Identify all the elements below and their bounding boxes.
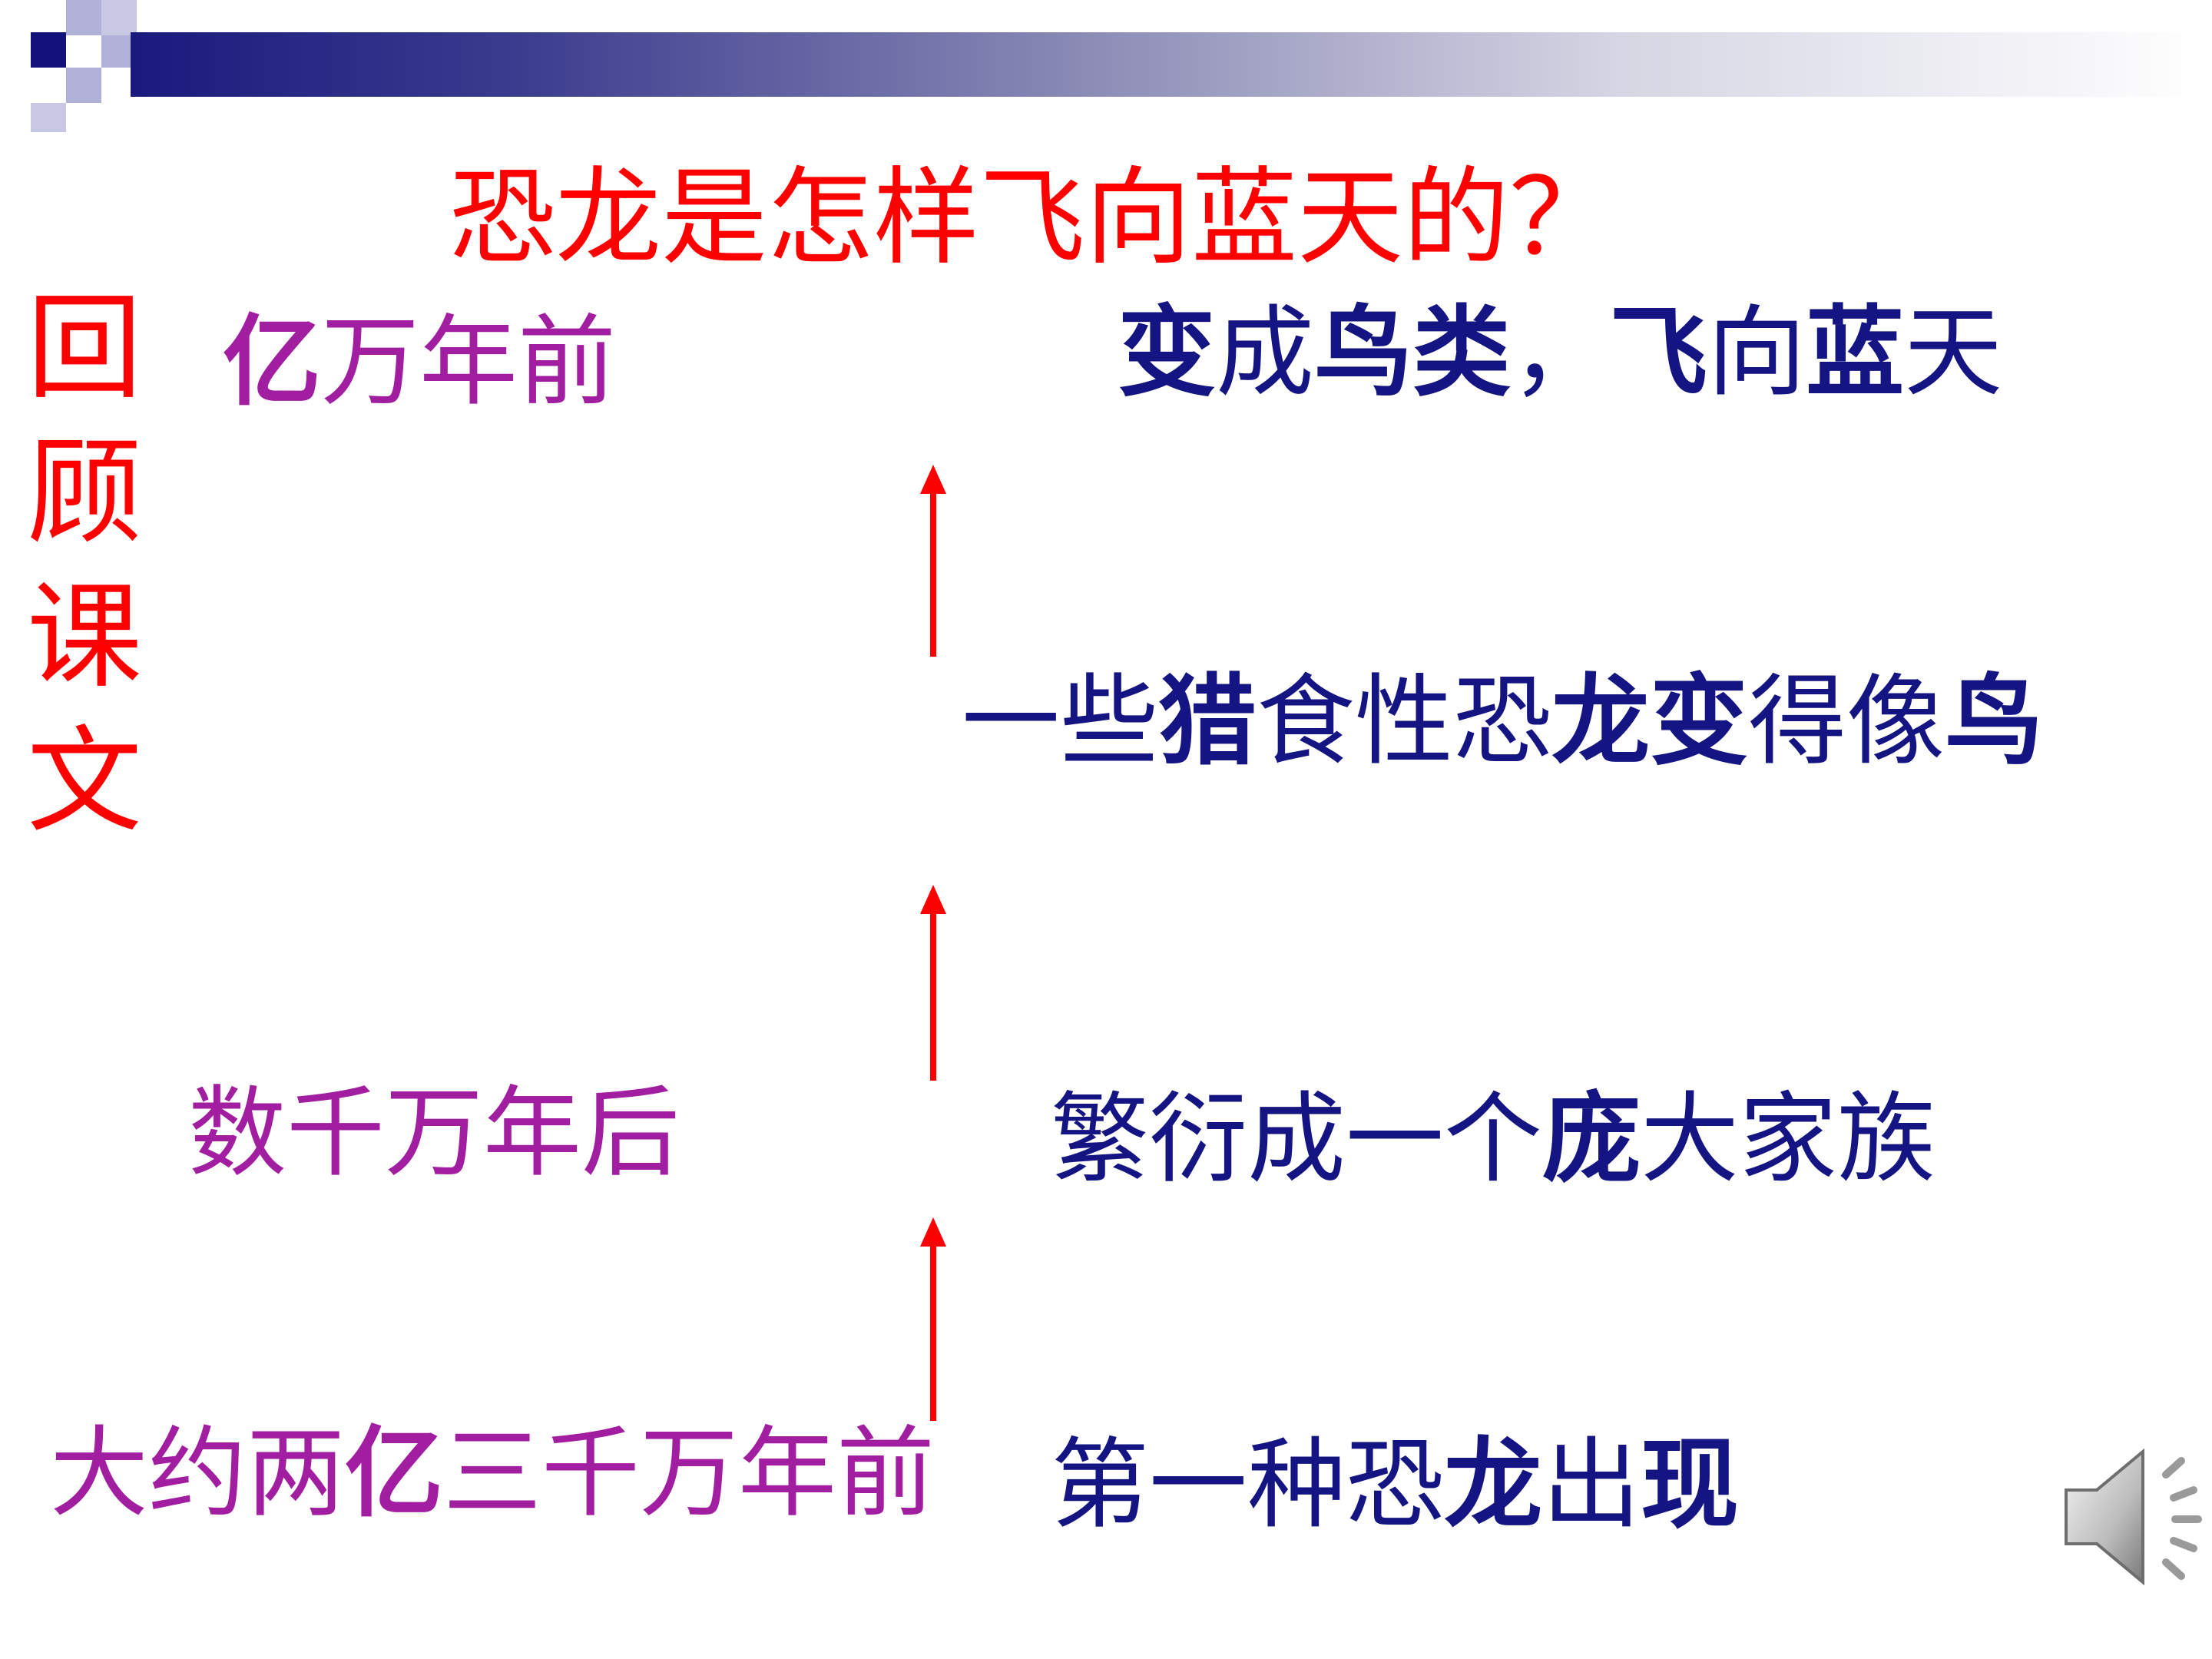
header-square <box>101 0 137 35</box>
event-segment: 龙 <box>1444 1428 1543 1542</box>
event-segment: 鸟类 <box>1314 296 1512 410</box>
event-segment: 繁衍成一个 <box>1051 1082 1543 1197</box>
arrow-up-icon <box>920 885 946 1081</box>
speaker-icon[interactable] <box>2058 1444 2212 1590</box>
time-label-stage-1: 大约两亿三千万年前 <box>50 1425 935 1523</box>
event-segment: 成 <box>1216 296 1315 410</box>
time-label-segment: 亿 <box>345 1416 444 1531</box>
event-stage-4: 变成鸟类，飞向蓝天 <box>1118 304 2002 402</box>
event-segment: 向 <box>1707 296 1806 410</box>
side-title-char: 顾 <box>26 426 142 560</box>
time-label-stage-4: 亿万年前 <box>223 313 616 412</box>
time-label-segment: 大约两 <box>50 1416 346 1531</box>
event-segment: 大家族 <box>1641 1082 1936 1197</box>
time-label-segment: 数千万年后 <box>188 1076 680 1190</box>
event-segment: 飞 <box>1609 296 1708 410</box>
event-segment: ， <box>1511 296 1610 410</box>
event-segment: 现 <box>1641 1428 1740 1542</box>
event-segment: 变 <box>1118 296 1217 410</box>
event-stage-1: 第一种恐龙出现 <box>1051 1436 1739 1535</box>
event-segment: 出 <box>1542 1428 1641 1542</box>
header-square <box>66 0 101 35</box>
event-segment: 第一种恐 <box>1051 1428 1445 1542</box>
event-stage-3: 一些猎食性恐龙变得像鸟 <box>962 673 2043 771</box>
arrow-up-icon <box>920 465 946 657</box>
event-segment: 一些 <box>962 664 1159 779</box>
header-square <box>31 32 66 68</box>
header-gradient-bar <box>131 32 2204 97</box>
arrow-up-icon <box>920 1217 946 1421</box>
side-title-char: 回 <box>26 282 142 416</box>
event-segment: 天 <box>1904 296 2003 410</box>
event-segment: 庞 <box>1542 1082 1641 1197</box>
header-square <box>66 68 101 103</box>
header-square <box>31 103 66 132</box>
time-label-stage-2: 数千万年后 <box>188 1084 680 1183</box>
time-label-segment: 三千万年前 <box>443 1416 935 1531</box>
side-title: 回 顾 课 文 <box>23 276 146 854</box>
event-segment: 食性恐 <box>1257 664 1552 779</box>
side-title-char: 文 <box>26 715 142 849</box>
event-stage-2: 繁衍成一个庞大家族 <box>1051 1091 1936 1189</box>
time-label-segment: 万年前 <box>321 305 617 419</box>
event-segment: 蓝 <box>1806 296 1905 410</box>
time-label-segment: 亿 <box>223 305 322 419</box>
event-segment: 得像 <box>1748 664 1945 779</box>
side-title-char: 课 <box>26 571 142 704</box>
event-segment: 鸟 <box>1945 664 2044 779</box>
slide-title: 恐龙是怎样飞向蓝天的？ <box>449 156 1616 280</box>
event-segment: 猎 <box>1158 664 1257 779</box>
event-segment: 龙变 <box>1551 664 1749 779</box>
